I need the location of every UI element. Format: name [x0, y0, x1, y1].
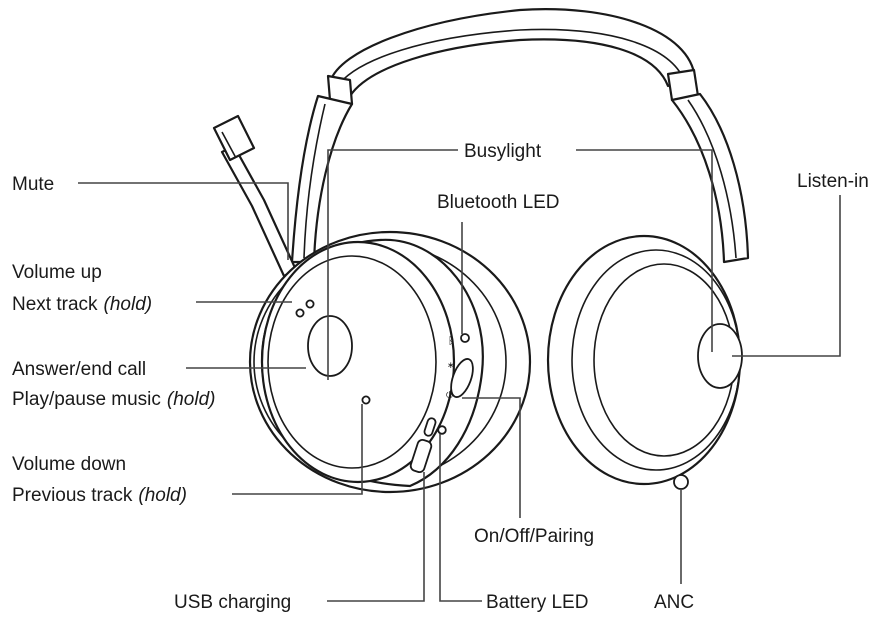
- mute-leader: [78, 182, 289, 260]
- label-usb-charging: USB charging: [174, 592, 291, 613]
- label-answer-end-call: Answer/end call: [12, 359, 146, 380]
- label-previous-track: Previous track(hold): [12, 485, 187, 506]
- label-play-pause: Play/pause music (hold): [12, 389, 215, 410]
- right-ear-cup: [546, 234, 743, 490]
- headband: [328, 8, 697, 98]
- label-play-pause-text: Play/pause music: [12, 389, 161, 410]
- listen-in-leader: [732, 195, 841, 357]
- battery-led: [437, 425, 447, 435]
- label-bluetooth-led: Bluetooth LED: [437, 192, 560, 213]
- volume-up-button[interactable]: [305, 299, 315, 309]
- on-off-pairing-leader: [462, 397, 521, 518]
- busylight-leader: [576, 149, 713, 352]
- battery-led-leader: [439, 434, 482, 602]
- microphone-boom: [212, 114, 298, 278]
- answer-end-call-button[interactable]: [307, 315, 353, 377]
- label-next-track: Next track (hold): [12, 294, 152, 315]
- volume-down-button[interactable]: [361, 395, 371, 405]
- label-next-track-hold: (hold): [104, 294, 153, 315]
- leader-lines: [78, 149, 841, 602]
- bluetooth-led: [460, 333, 470, 343]
- mute-slot: [423, 417, 437, 437]
- bluetooth-pair-icon: ∗: [447, 360, 455, 370]
- label-anc: ANC: [654, 592, 694, 613]
- labels: Mute Busylight Bluetooth LED Listen-in V…: [12, 141, 869, 613]
- label-battery-led: Battery LED: [486, 592, 588, 613]
- usb-charging-leader: [327, 472, 425, 602]
- label-volume-down: Volume down: [12, 454, 126, 475]
- label-next-track-text: Next track: [12, 294, 98, 315]
- label-listen-in: Listen-in: [797, 171, 869, 192]
- label-volume-up: Volume up: [12, 262, 102, 283]
- label-mute: Mute: [12, 174, 54, 195]
- label-busylight: Busylight: [464, 141, 542, 162]
- label-on-off-pairing: On/Off/Pairing: [474, 526, 594, 547]
- right-yoke: [666, 68, 750, 264]
- power-pairing-switch[interactable]: [447, 356, 478, 400]
- label-previous-track-text: Previous track: [12, 485, 133, 506]
- left-ear-cup: [248, 230, 532, 494]
- volume-up-button-secondary[interactable]: [295, 308, 305, 318]
- anc-button[interactable]: [673, 474, 689, 490]
- left-yoke: [290, 74, 354, 264]
- volume-down-leader: [232, 404, 363, 495]
- power-icon: ⏻: [446, 390, 453, 400]
- bluetooth-icon: ᛒ: [448, 336, 454, 347]
- usb-charging-port[interactable]: [409, 439, 433, 474]
- left-cup-controls: ᛒ ∗ ⏻: [295, 299, 478, 474]
- label-play-pause-hold: (hold): [167, 389, 216, 410]
- label-previous-track-hold: (hold): [138, 485, 187, 506]
